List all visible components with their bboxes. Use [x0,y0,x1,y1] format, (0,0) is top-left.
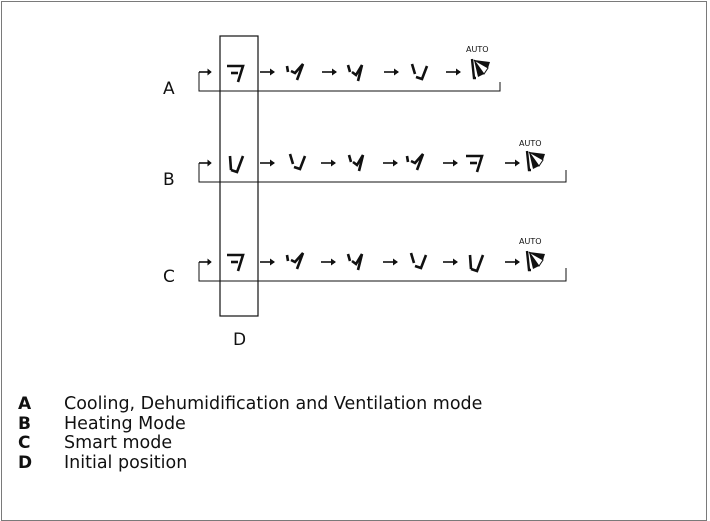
row-a-flap-2-icon [285,62,305,82]
legend: A Cooling, Dehumidification and Ventilat… [18,394,482,473]
row-b-start-arrow [198,158,213,168]
row-a-arrow-2 [321,67,338,77]
legend-text: Heating Mode [64,413,186,434]
row-b: B AUTO [163,139,567,190]
row-c-auto-fan-icon [525,249,547,272]
row-a-arrow-4 [445,67,462,77]
row-a-loop-line [198,72,501,92]
legend-key: C [18,433,31,453]
row-a-start-arrow [198,67,213,77]
legend-key: D [18,452,33,473]
row-c-arrow-3 [382,257,399,267]
row-c-arrow-2 [320,257,337,267]
row-b-arrow-4 [442,158,459,168]
legend-key: B [18,413,31,434]
row-a-flap-4-icon [410,62,429,81]
row-c-arrow-4 [442,257,459,267]
row-b-auto-label: AUTO [519,139,542,148]
row-b-arrow-2 [320,158,337,168]
row-a: A AUTO [163,45,501,99]
legend-item-a: A Cooling, Dehumidification and Ventilat… [18,394,482,414]
row-label-a: A [163,79,175,99]
row-c-auto-label: AUTO [519,237,542,246]
legend-item-b: B Heating Mode [18,414,482,434]
row-c-arrow-5 [504,257,521,267]
row-c-start-arrow [198,257,213,267]
row-b-flap-4-icon [288,152,307,171]
row-c-flap-2-icon [285,251,305,271]
row-c-flap-1-icon [225,253,245,273]
row-c: C AUTO [163,237,567,287]
row-b-flap-1-icon [464,154,484,174]
row-a-flap-3-icon [346,63,364,83]
initial-position-column [219,35,259,317]
row-c-flap-4-icon [409,251,428,270]
legend-text: Initial position [64,452,188,473]
row-a-arrow-3 [383,67,400,77]
legend-item-d: D Initial position [18,453,482,473]
legend-text: Smart mode [64,433,173,453]
row-c-flap-5-icon [468,253,485,273]
legend-key: A [18,394,32,414]
column-label-d: D [233,330,246,350]
row-a-flap-1-icon [225,64,245,84]
row-b-loop-line [198,163,567,183]
row-b-flap-5-icon [228,154,245,174]
louver-diagram: D A AUTO B AUTO C [163,35,567,350]
row-c-flap-3-icon [346,252,364,272]
row-b-arrow-5 [504,158,521,168]
row-b-arrow-3 [382,158,399,168]
row-b-flap-3-icon [347,153,365,173]
row-c-loop-line [198,262,567,282]
row-a-arrow-1 [259,67,276,77]
row-b-auto-fan-icon [525,149,547,172]
row-b-flap-2-icon [405,152,425,172]
legend-text: Cooling, Dehumidification and Ventilatio… [64,394,483,414]
row-a-auto-fan-icon [470,57,492,80]
row-c-arrow-1 [259,257,276,267]
row-label-c: C [163,267,175,287]
row-b-arrow-1 [259,158,276,168]
row-label-b: B [163,170,175,190]
row-a-auto-label: AUTO [466,45,489,54]
legend-item-c: C Smart mode [18,433,482,453]
